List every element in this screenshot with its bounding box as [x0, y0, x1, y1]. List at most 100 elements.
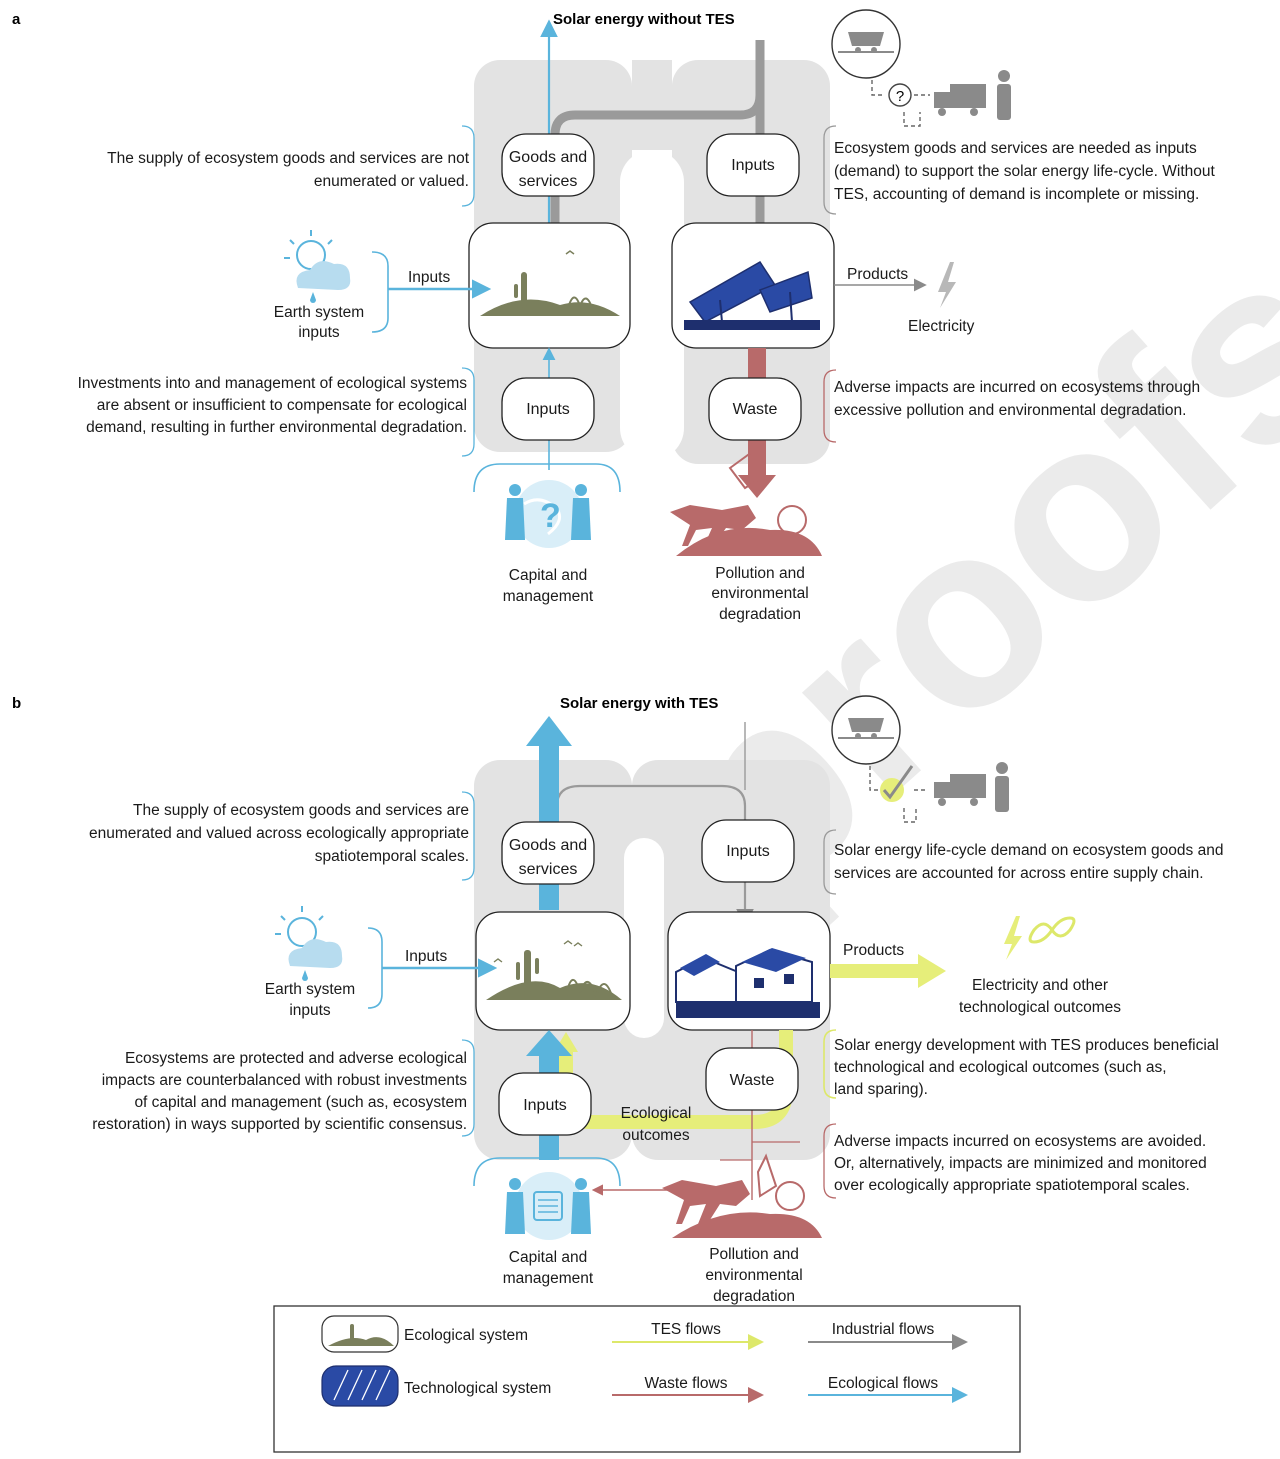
- waste-box-label: Waste: [730, 1072, 775, 1089]
- demand-note-2: (demand) to support the solar energy lif…: [834, 163, 1215, 180]
- products-label: Products: [843, 942, 904, 959]
- legend-ecological-system: Ecological system: [321, 1315, 528, 1353]
- waste-note-2: Or, alternatively, impacts are minimized…: [834, 1155, 1207, 1172]
- electricity-label-1: Electricity and other: [972, 977, 1108, 994]
- legend-ecological-flows-label: Ecological flows: [828, 1375, 939, 1392]
- demand-note-1: Solar energy life-cycle demand on ecosys…: [834, 842, 1223, 859]
- legend-technological-label: Technological system: [404, 1380, 551, 1397]
- capital-input-arrowhead: [526, 1030, 572, 1056]
- earth-inputs-label: Inputs: [405, 948, 447, 965]
- tes-note-1: Solar energy development with TES produc…: [834, 1037, 1219, 1054]
- waste-note-bracket[interactable]: [823, 1123, 837, 1199]
- pollution-label-2: environmental: [705, 1267, 802, 1284]
- products-flow-band: [830, 964, 922, 978]
- center-gap: [620, 150, 684, 460]
- earth-inputs-label: Inputs: [408, 269, 450, 286]
- investment-note-3: demand, resulting in further environment…: [86, 419, 467, 436]
- inputs-box-top[interactable]: [701, 819, 795, 883]
- pollution-label-1: Pollution and: [715, 565, 805, 582]
- waste-note-3: over ecologically appropriate spatiotemp…: [834, 1177, 1190, 1194]
- supply-chain-dash: [869, 766, 926, 823]
- pollution-label-1: Pollution and: [709, 1246, 799, 1263]
- products-label: Products: [847, 266, 908, 283]
- demand-note-2: services are accounted for across entire…: [834, 865, 1204, 882]
- waste-note-1: Adverse impacts incurred on ecosystems a…: [834, 1133, 1206, 1150]
- panel-a: a Solar energy without TES Goods and ser…: [12, 9, 1215, 623]
- truck-icon: [934, 84, 986, 116]
- goods-box-line2: services: [519, 861, 578, 878]
- electricity-label-2: technological outcomes: [959, 999, 1121, 1016]
- solar-panel-icon: [684, 260, 820, 330]
- inputs-box-top-label: Inputs: [731, 157, 775, 174]
- ecological-outcomes-label-1: Ecological: [621, 1105, 692, 1122]
- waste-note-1: Adverse impacts are incurred on ecosyste…: [834, 379, 1200, 396]
- legend-ecological-label: Ecological system: [404, 1327, 528, 1344]
- demand-note-3: TES, accounting of demand is incomplete …: [834, 186, 1199, 203]
- capital-label-1: Capital and: [509, 1249, 587, 1266]
- desert-ecosystem-icon: [480, 250, 620, 316]
- investment-note-bracket[interactable]: [461, 367, 475, 457]
- panel-letter: a: [12, 11, 21, 28]
- panel-title: Solar energy without TES: [553, 11, 735, 28]
- checkmark-icon: [880, 765, 914, 802]
- goods-services-box[interactable]: [501, 133, 595, 197]
- investment-note-2: impacts are counterbalanced with robust …: [102, 1072, 468, 1089]
- inputs-box-top[interactable]: [706, 133, 800, 197]
- ecological-system-box[interactable]: [468, 222, 631, 349]
- panel-letter: b: [12, 695, 21, 712]
- waste-branch: [720, 1141, 800, 1161]
- products-arrowhead: [918, 954, 946, 988]
- electricity-label: Electricity: [908, 318, 975, 335]
- ecological-system-box[interactable]: [475, 911, 631, 1031]
- tes-note-bracket[interactable]: [823, 1029, 837, 1099]
- capital-bracket: [473, 463, 621, 493]
- demand-note-1: Ecosystem goods and services are needed …: [834, 140, 1197, 157]
- svg-text:?: ?: [540, 497, 561, 535]
- question-mark-glyph: ?: [896, 88, 904, 105]
- investment-note-1: Investments into and management of ecolo…: [78, 375, 468, 392]
- waste-box[interactable]: [705, 1047, 799, 1111]
- inputs-box-bottom[interactable]: [501, 377, 595, 441]
- ecological-outcomes-label-2: outcomes: [622, 1127, 689, 1144]
- center-gap-top: [632, 60, 672, 150]
- investment-note-3: of capital and management (such as, ecos…: [134, 1094, 467, 1111]
- inputs-box-bottom-label: Inputs: [523, 1097, 567, 1114]
- waste-box-label: Waste: [733, 401, 778, 418]
- supply-note-1: The supply of ecosystem goods and servic…: [133, 802, 469, 819]
- legend-waste-label: Waste flows: [645, 1375, 728, 1392]
- sun-cloud-icon: [275, 906, 343, 981]
- infinity-icon: [1028, 916, 1076, 944]
- waste-note-bracket[interactable]: [823, 369, 837, 443]
- polluted-animal-icon: [662, 1153, 822, 1238]
- inputs-box-bottom[interactable]: [498, 1072, 592, 1136]
- panel-title: Solar energy with TES: [560, 695, 718, 712]
- earth-system-label-1: Earth system: [265, 981, 355, 998]
- supply-note-bracket[interactable]: [461, 125, 475, 207]
- mine-cart-icon: [838, 718, 894, 739]
- goods-box-line1: Goods and: [509, 837, 587, 854]
- supply-note-2: enumerated or valued.: [314, 173, 469, 190]
- earth-system-label-2: inputs: [298, 324, 340, 341]
- demand-note-bracket[interactable]: [823, 829, 837, 895]
- supply-note-bracket[interactable]: [461, 791, 475, 881]
- mine-cart-icon: [838, 32, 894, 53]
- capital-label-2: management: [503, 1270, 594, 1287]
- capital-label-2: management: [503, 588, 594, 605]
- inputs-box-top-label: Inputs: [726, 843, 770, 860]
- goods-services-box[interactable]: [501, 821, 595, 885]
- waste-box[interactable]: [708, 377, 802, 441]
- globe-people-icon: ?: [505, 480, 591, 548]
- waste-note-2: excessive pollution and environmental de…: [834, 402, 1186, 419]
- investment-note-bracket[interactable]: [461, 1039, 475, 1137]
- supply-note-2: enumerated and valued across ecologicall…: [89, 825, 469, 842]
- center-gap: [624, 838, 664, 1038]
- waste-arrowhead: [738, 475, 776, 498]
- sun-cloud-icon: [284, 230, 351, 303]
- question-mark-icon: [888, 83, 912, 107]
- earth-bracket: [367, 927, 383, 1009]
- pollution-label-3: degradation: [719, 606, 801, 623]
- globe-people-icon: [505, 1172, 591, 1240]
- earth-system-label-1: Earth system: [274, 304, 364, 321]
- demand-note-bracket[interactable]: [823, 125, 837, 215]
